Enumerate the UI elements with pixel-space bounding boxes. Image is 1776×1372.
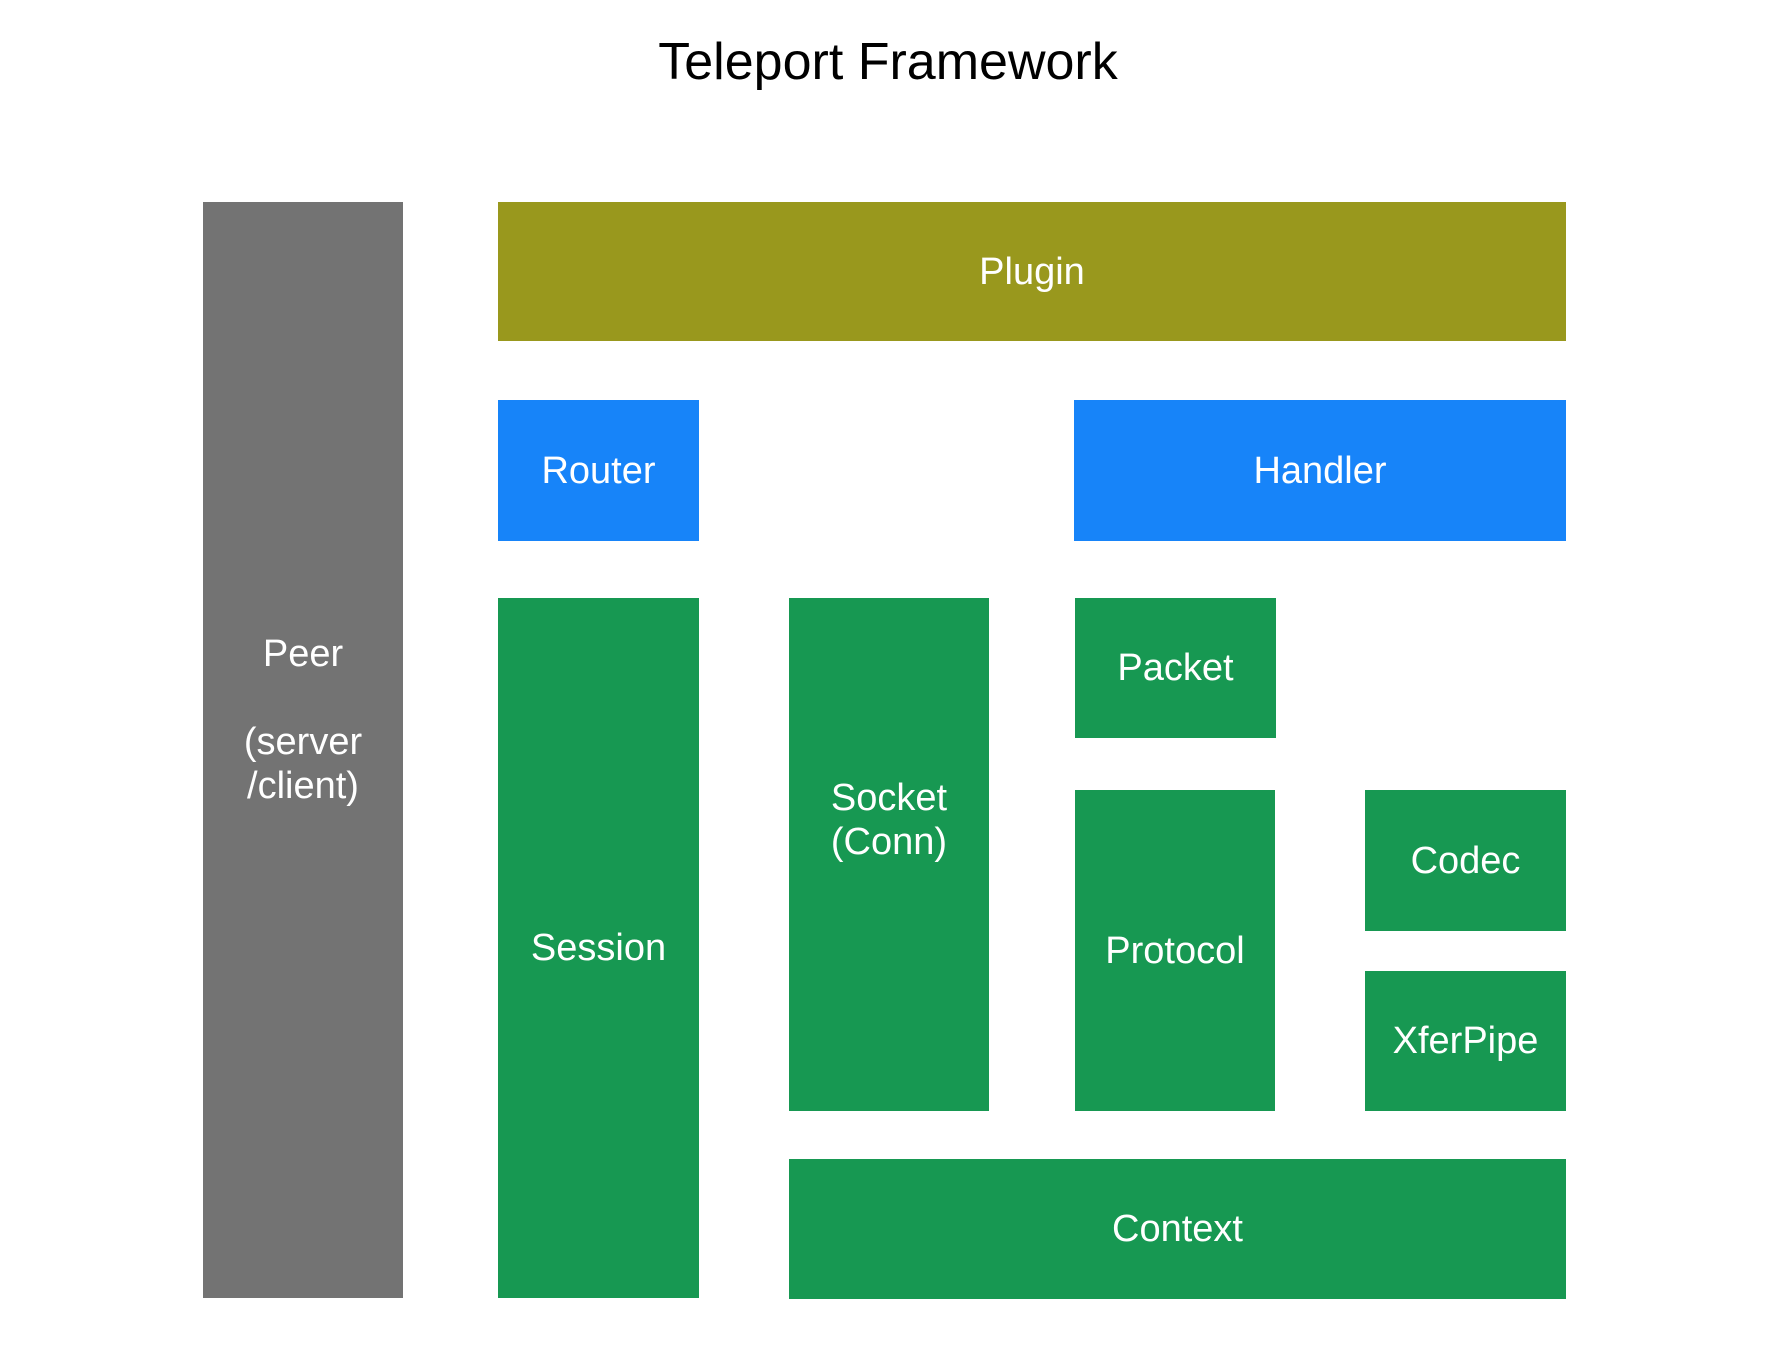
- codec-label: Codec: [1410, 839, 1521, 882]
- handler-block: Handler: [1074, 400, 1566, 541]
- router-block: Router: [498, 400, 699, 541]
- protocol-block: Protocol: [1075, 790, 1275, 1111]
- session-block: Session: [498, 598, 699, 1298]
- codec-block: Codec: [1365, 790, 1566, 931]
- xferpipe-block: XferPipe: [1365, 971, 1566, 1111]
- handler-label: Handler: [1253, 449, 1387, 492]
- session-label: Session: [530, 927, 667, 969]
- plugin-label: Plugin: [979, 250, 1085, 293]
- diagram-title: Teleport Framework: [658, 33, 1118, 91]
- xferpipe-label: XferPipe: [1392, 1020, 1539, 1062]
- peer-block: Peer (server /client): [203, 202, 403, 1298]
- packet-label: Packet: [1117, 647, 1234, 689]
- router-label: Router: [541, 449, 656, 492]
- protocol-label: Protocol: [1105, 929, 1245, 972]
- peer-text: Peer (server /client): [244, 632, 362, 808]
- socket-block: Socket (Conn): [789, 598, 989, 1111]
- peer-sublabel-line1: (server: [243, 721, 363, 763]
- socket-label-line1: Socket: [830, 776, 948, 819]
- peer-sublabel-line2: /client): [247, 765, 359, 807]
- packet-block: Packet: [1075, 598, 1276, 738]
- plugin-block: Plugin: [498, 202, 1566, 341]
- context-label: Context: [1112, 1208, 1243, 1250]
- socket-label-line2: (Conn): [830, 820, 948, 863]
- context-block: Context: [789, 1159, 1566, 1299]
- peer-label: Peer: [262, 633, 344, 675]
- socket-text: Socket (Conn): [831, 776, 947, 864]
